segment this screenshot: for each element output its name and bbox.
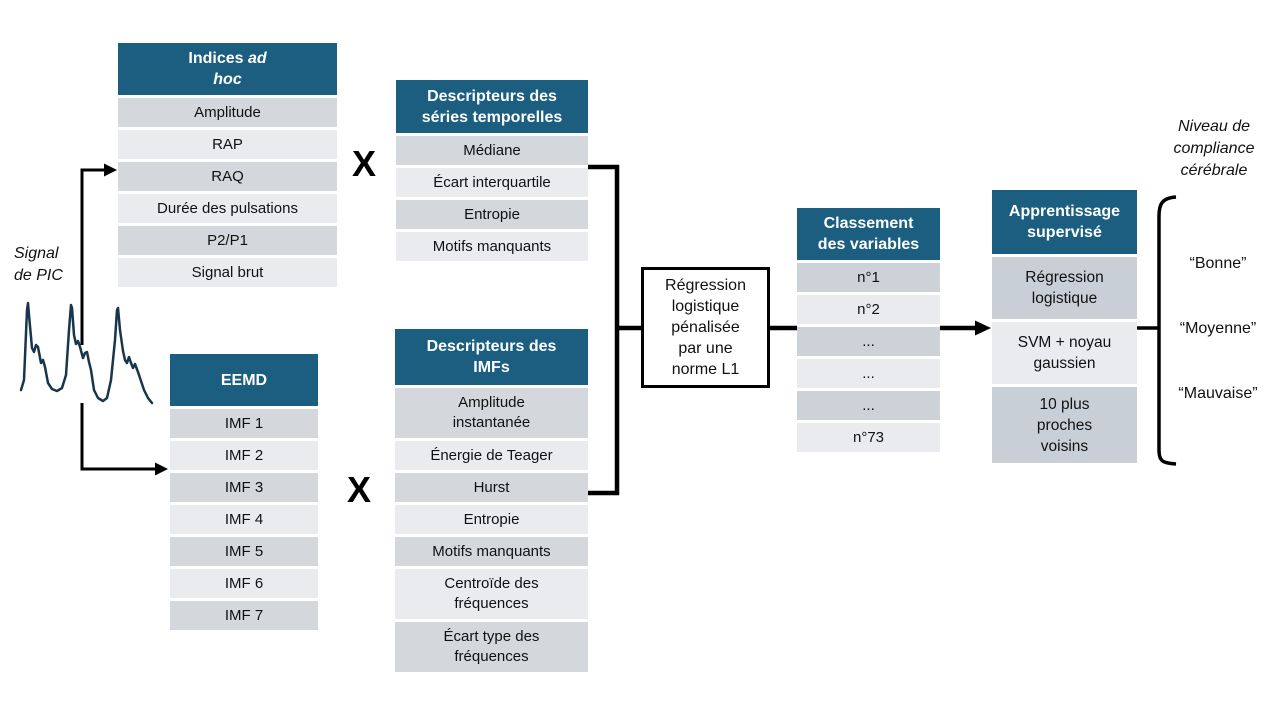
table-row: IMF 3 xyxy=(170,473,318,502)
table-header-text: Indices ad hoc xyxy=(175,48,280,90)
table-eemd: EEMD IMF 1 IMF 2 IMF 3 IMF 4 IMF 5 IMF 6… xyxy=(170,354,318,630)
arrow-signal-to-eemd xyxy=(80,403,156,471)
table-row: ... xyxy=(797,327,940,356)
table-classement-variables: Classement des variables n°1 n°2 ... ...… xyxy=(797,208,940,452)
connector-merge xyxy=(588,164,620,496)
table-row: RAQ xyxy=(118,162,337,191)
output-level-moyenne: “Moyenne” xyxy=(1179,320,1257,337)
table-row: IMF 1 xyxy=(170,409,318,438)
arrowhead-apprentissage xyxy=(975,320,991,336)
table-row: ... xyxy=(797,359,940,388)
icp-waveform xyxy=(19,301,154,405)
table-row: Amplitude xyxy=(118,98,337,127)
table-row: Écart type des fréquences xyxy=(395,622,588,672)
table-row: Médiane xyxy=(396,136,588,165)
table-header: Apprentissage supervisé xyxy=(992,190,1137,254)
table-row: IMF 5 xyxy=(170,537,318,566)
arrowhead-indices xyxy=(104,163,117,177)
table-row: RAP xyxy=(118,130,337,159)
table-header: Classement des variables xyxy=(797,208,940,260)
table-row: Amplitude instantanée xyxy=(395,388,588,438)
table-row: Régression logistique xyxy=(992,257,1137,319)
table-apprentissage-supervise: Apprentissage supervisé Régression logis… xyxy=(992,190,1137,463)
table-indices-ad-hoc: Indices ad hoc Amplitude RAP RAQ Durée d… xyxy=(118,43,337,287)
table-row: 10 plus proches voisins xyxy=(992,387,1137,463)
table-row: n°2 xyxy=(797,295,940,324)
table-row: n°1 xyxy=(797,263,940,292)
table-header: Descripteurs des IMFs xyxy=(395,329,588,385)
arrow-signal-to-indices xyxy=(80,168,105,345)
multiply-symbol-bottom: X xyxy=(346,469,371,510)
table-row: Hurst xyxy=(395,473,588,502)
table-row: SVM + noyau gaussien xyxy=(992,322,1137,384)
table-header: Indices ad hoc xyxy=(118,43,337,95)
table-row: Durée des pulsations xyxy=(118,194,337,223)
table-row: Entropie xyxy=(395,505,588,534)
table-imfs: Descripteurs des IMFs Amplitude instanta… xyxy=(395,329,588,672)
table-row: IMF 2 xyxy=(170,441,318,470)
output-brace xyxy=(1157,195,1177,466)
table-row: Entropie xyxy=(396,200,588,229)
table-row: Centroïde des fréquences xyxy=(395,569,588,619)
arrowhead-eemd xyxy=(155,462,168,476)
table-row: Énergie de Teager xyxy=(395,441,588,470)
table-row: Motifs manquants xyxy=(395,537,588,566)
output-level-mauvaise: “Mauvaise” xyxy=(1178,385,1258,402)
table-series-temporelles: Descripteurs des séries temporelles Médi… xyxy=(396,80,588,261)
header-italic: ad hoc xyxy=(213,50,267,88)
header-regular: Indices xyxy=(188,50,248,67)
table-row: IMF 6 xyxy=(170,569,318,598)
l1-regression-box: Régression logistique pénalisée par une … xyxy=(641,267,770,388)
table-row: Signal brut xyxy=(118,258,337,287)
output-level-bonne: “Bonne” xyxy=(1189,255,1247,272)
table-row: IMF 4 xyxy=(170,505,318,534)
table-header: EEMD xyxy=(170,354,318,406)
table-row: P2/P1 xyxy=(118,226,337,255)
table-row: IMF 7 xyxy=(170,601,318,630)
table-row: n°73 xyxy=(797,423,940,452)
niveau-compliance-title: Niveau de compliance cérébrale xyxy=(1173,118,1255,179)
multiply-symbol-top: X xyxy=(351,143,376,184)
table-header: Descripteurs des séries temporelles xyxy=(396,80,588,133)
signal-label: Signal de PIC xyxy=(14,245,63,284)
table-row: Motifs manquants xyxy=(396,232,588,261)
table-row: Écart interquartile xyxy=(396,168,588,197)
table-row: ... xyxy=(797,391,940,420)
